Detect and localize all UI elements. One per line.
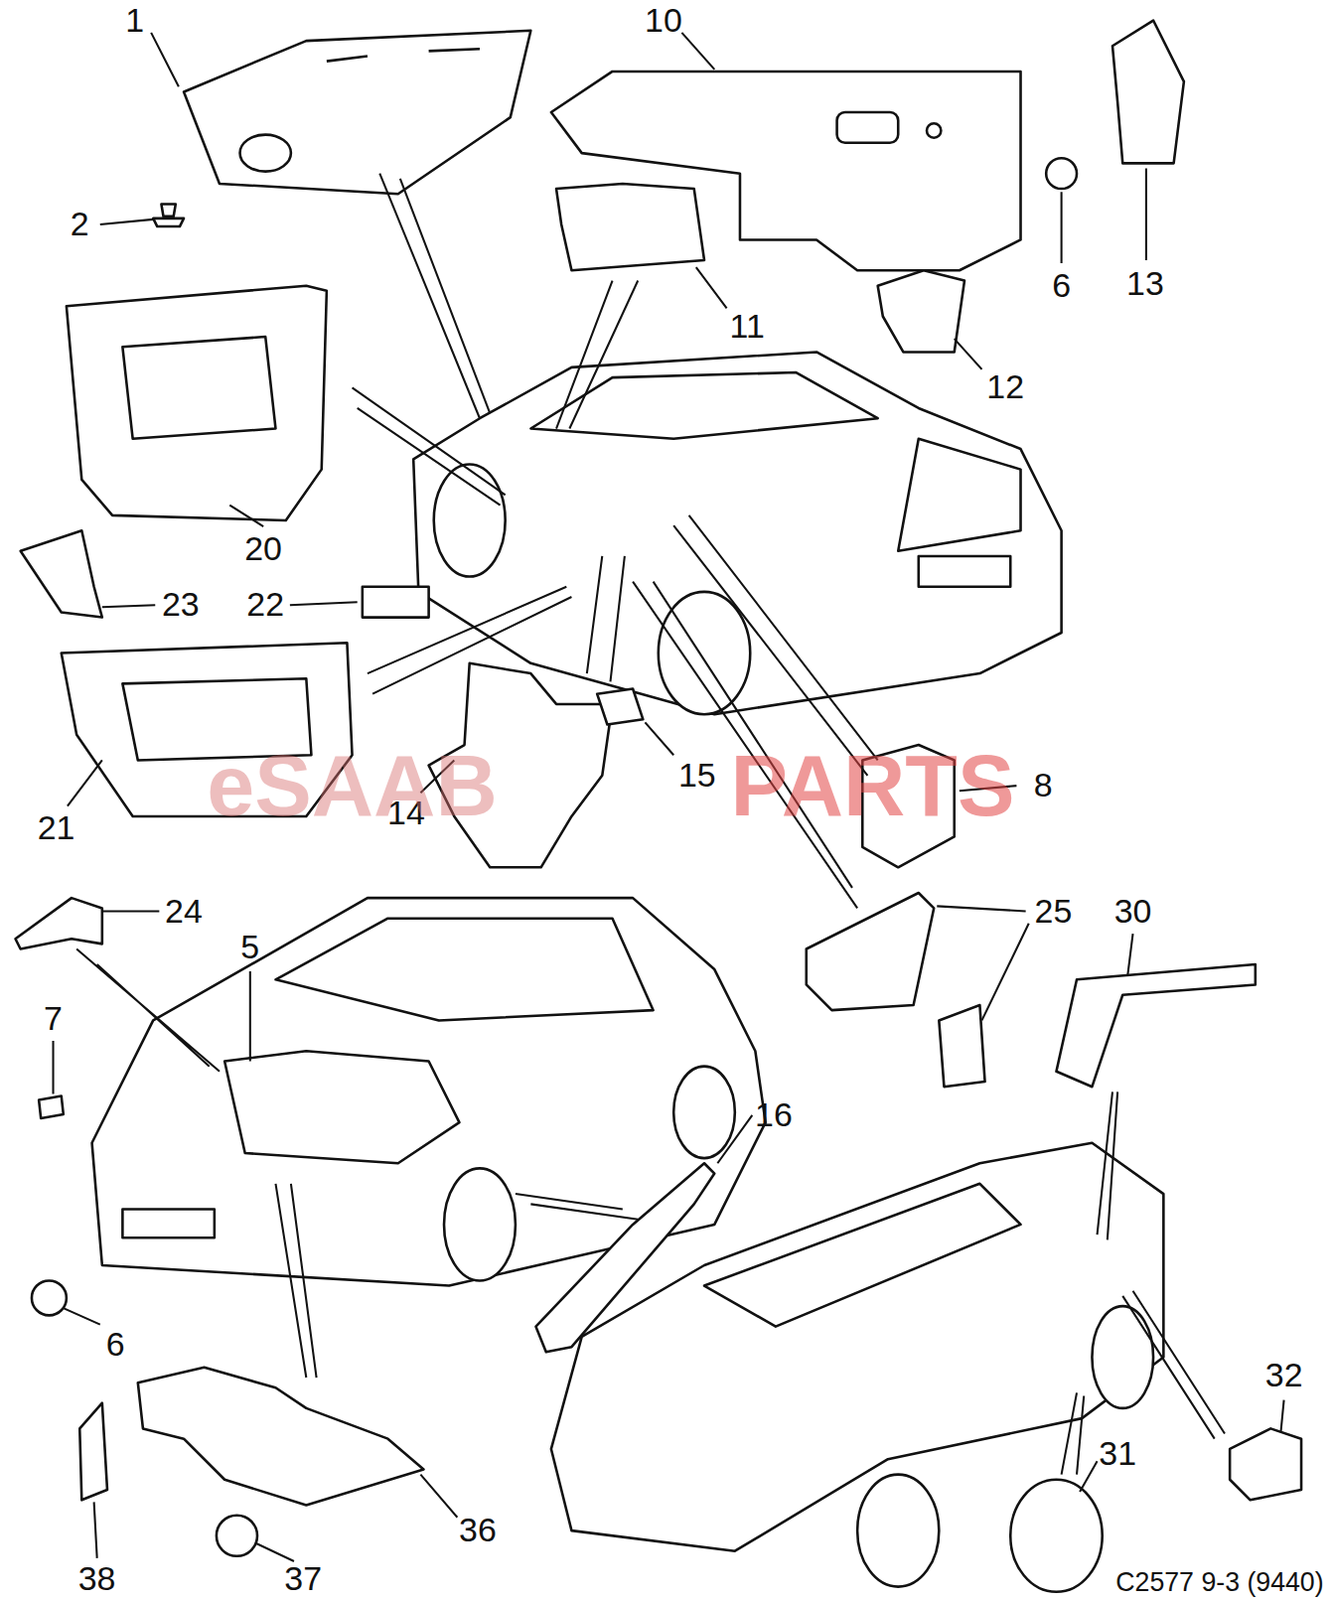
- trunk-lid-insulation: [183, 30, 531, 194]
- clip: [31, 1280, 67, 1316]
- callout-number: 11: [730, 309, 765, 344]
- car-wheel: [444, 1168, 516, 1281]
- callout-number: 20: [244, 532, 283, 567]
- callout-number: 1: [125, 3, 145, 38]
- callout-number: 6: [1051, 269, 1071, 303]
- plate: [918, 556, 1011, 588]
- car-windscreen: [275, 918, 653, 1022]
- callout-number: 32: [1265, 1358, 1304, 1393]
- car-window: [530, 372, 878, 440]
- round-pad: [1010, 1480, 1102, 1593]
- drawing-code: C2577 9-3 (9440): [1115, 1568, 1324, 1596]
- insulation-piece: [1112, 20, 1185, 164]
- panel-hole: [926, 123, 941, 138]
- callout-number: 8: [1034, 768, 1053, 803]
- watermark: eSAAB: [206, 742, 498, 829]
- car-wheel: [434, 463, 506, 577]
- engine-bay-insulation: [224, 1050, 459, 1164]
- car-windscreen: [704, 1184, 1022, 1328]
- watermark: PARTS: [731, 742, 1016, 829]
- clip: [216, 1515, 258, 1557]
- car-sedan-rear: [413, 351, 1061, 715]
- callout-number: 30: [1114, 894, 1153, 929]
- panel-hole: [837, 112, 899, 144]
- panel-slot: [326, 48, 480, 61]
- insulation-strip: [1055, 964, 1255, 1087]
- callout-number: 36: [458, 1513, 497, 1548]
- car-wheel: [673, 1066, 736, 1159]
- door-insulation-front: [66, 286, 327, 521]
- corner-piece: [20, 530, 103, 617]
- callout-number: 37: [284, 1562, 322, 1597]
- callout-number: 21: [37, 811, 76, 846]
- callout-number: 13: [1126, 267, 1165, 301]
- callout-number: 16: [754, 1098, 793, 1133]
- callout-number: 6: [106, 1328, 126, 1362]
- callout-number: 23: [161, 588, 200, 622]
- car-rear-window: [897, 439, 1021, 552]
- door-contour: [122, 336, 276, 440]
- callout-number: 10: [644, 3, 683, 38]
- panel-hole: [240, 135, 292, 172]
- car-wheel: [857, 1475, 939, 1588]
- clip: [1045, 157, 1077, 189]
- callout-number: 7: [43, 1002, 63, 1037]
- callout-number: 5: [240, 930, 260, 965]
- bracket: [79, 1403, 108, 1501]
- leader-lines: [53, 32, 1285, 1562]
- pad: [362, 587, 430, 618]
- plate: [122, 1208, 214, 1238]
- callout-number: 15: [678, 758, 717, 793]
- clip: [152, 203, 184, 227]
- foam-block: [878, 270, 965, 352]
- car-wheel: [1091, 1306, 1154, 1409]
- seal: [938, 1005, 985, 1087]
- callout-number: 12: [986, 371, 1025, 406]
- callout-number: 31: [1098, 1437, 1137, 1472]
- clip: [38, 1095, 64, 1119]
- callout-number: 2: [70, 207, 90, 242]
- callout-number: 24: [164, 894, 203, 929]
- insulation-mat: [556, 183, 705, 271]
- bulkhead-insulation: [551, 71, 1022, 271]
- seal: [806, 892, 934, 1011]
- callout-number: 22: [246, 588, 285, 622]
- insulation-piece: [15, 897, 103, 949]
- callout-number: 25: [1035, 894, 1073, 929]
- callout-number: 38: [78, 1562, 117, 1597]
- underbody-shield: [138, 1367, 425, 1506]
- pad: [596, 689, 643, 726]
- foam-block: [1229, 1428, 1302, 1500]
